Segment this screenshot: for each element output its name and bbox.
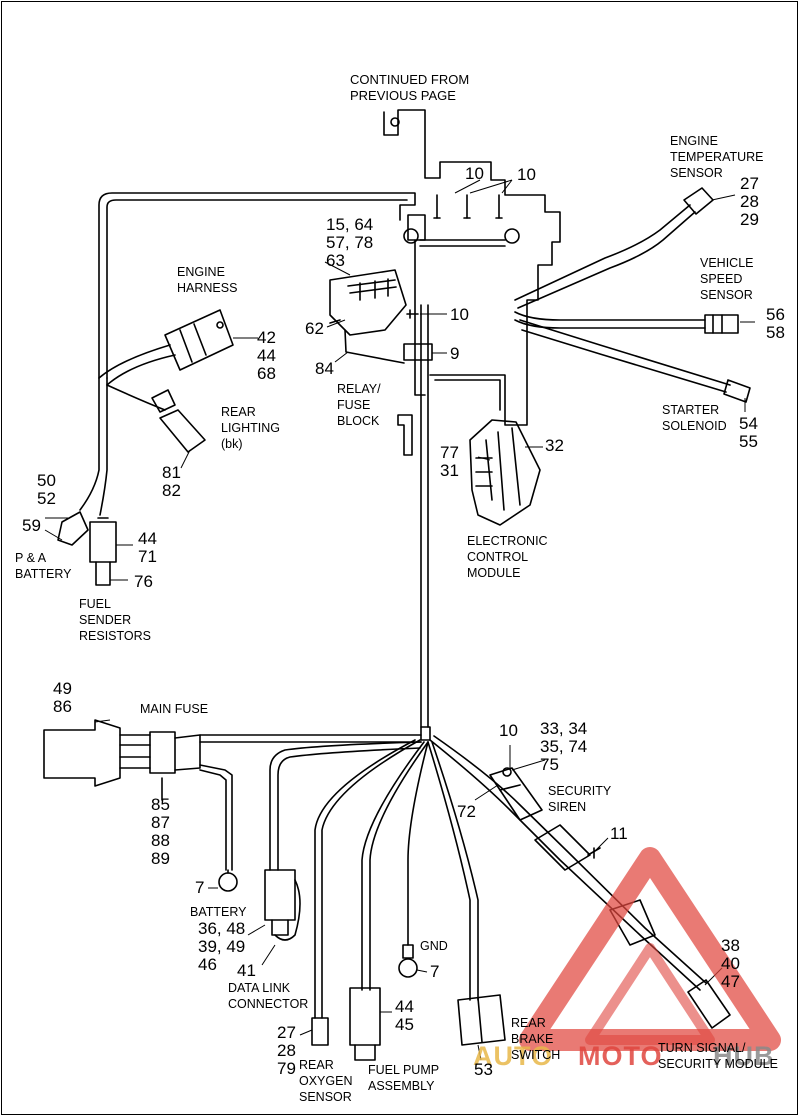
label-fuel-pump-assembly: FUEL PUMP ASSEMBLY <box>368 1063 440 1093</box>
label-rear-lighting: REAR LIGHTING (bk) <box>221 405 281 451</box>
callout-44-71: 44 71 <box>138 529 157 566</box>
callout-54-55: 54 55 <box>739 414 758 451</box>
label-engine-harness: ENGINE HARNESS <box>177 265 238 295</box>
callout-77-31: 77 31 <box>440 443 459 480</box>
wire-fuel-pump <box>361 741 429 991</box>
callout-36-48-39-49-46: 36, 48 39, 49 46 <box>198 919 246 974</box>
callout-62: 62 <box>305 319 324 338</box>
callout-32: 32 <box>545 436 564 455</box>
connector-9 <box>403 343 433 361</box>
callout-15-64-57-78-63: 15, 64 57, 78 63 <box>326 215 374 270</box>
callout-56-58: 56 58 <box>766 305 785 342</box>
callout-50-52: 50 52 <box>37 471 56 508</box>
callout-9: 9 <box>450 344 460 363</box>
wire-gnd <box>407 741 429 946</box>
label-relay-fuse-block: RELAY/ FUSE BLOCK <box>337 382 381 428</box>
label-turn-signal-security-module: TURN SIGNAL/ SECURITY MODULE <box>658 1041 778 1071</box>
watermark-hub: HUB <box>713 1041 775 1071</box>
fuel-sender-connector <box>89 521 117 563</box>
callout-84: 84 <box>315 359 334 378</box>
wire-oxygen <box>314 739 421 1019</box>
oxygen-connector <box>311 1017 329 1046</box>
label-engine-temperature-sensor: ENGINE TEMPERATURE SENSOR <box>670 134 764 180</box>
callout-10-a: 10 <box>465 164 484 183</box>
callout-76: 76 <box>134 572 153 591</box>
callout-10-d: 10 <box>499 721 518 740</box>
fuel-pump-connector <box>349 987 381 1046</box>
vehicle-speed-connector <box>704 314 739 334</box>
callout-81-82: 81 82 <box>162 463 181 500</box>
callout-33-34-35-74-75: 33, 34 35, 74 75 <box>540 719 588 774</box>
callout-53: 53 <box>474 1060 493 1079</box>
label-continued-from-previous-page: CONTINUED FROM PREVIOUS PAGE <box>350 72 470 103</box>
callout-85-87-88-89: 85 87 88 89 <box>151 795 170 868</box>
label-electronic-control-module: ELECTRONIC CONTROL MODULE <box>467 534 548 580</box>
callout-42-44-68: 42 44 68 <box>257 328 276 383</box>
rear-brake-connector <box>457 994 506 1046</box>
callout-38-40-47: 38 40 47 <box>721 936 740 991</box>
label-gnd: GND <box>420 939 448 953</box>
wire-vehicle-speed <box>514 311 706 321</box>
engine-harness-connector <box>164 309 234 371</box>
label-security-siren: SECURITY SIREN <box>548 784 612 814</box>
callout-10-c: 10 <box>450 305 469 324</box>
ecm-box <box>469 419 541 526</box>
pa-battery-connector <box>57 511 89 546</box>
callout-72: 72 <box>457 802 476 821</box>
starter-connector <box>723 379 751 403</box>
label-fuel-sender-resistors: FUEL SENDER RESISTORS <box>79 597 152 643</box>
label-rear-oxygen-sensor: REAR OXYGEN SENSOR <box>299 1058 353 1104</box>
main-fuse-block <box>43 719 121 787</box>
harness-upper-loop <box>98 192 416 379</box>
callout-11: 11 <box>610 824 628 843</box>
bracket-top <box>383 109 561 426</box>
label-data-link-connector: DATA LINK CONNECTOR <box>228 981 309 1011</box>
label-battery: BATTERY <box>190 905 247 919</box>
watermark-auto: AUTO <box>473 1041 554 1071</box>
wire-engine-temp <box>514 204 691 301</box>
callout-59: 59 <box>22 516 41 535</box>
rear-lighting-connector <box>159 409 206 453</box>
relay-fuse-block <box>329 269 407 336</box>
wire-rear-brake <box>427 741 479 1001</box>
label-main-fuse: MAIN FUSE <box>140 702 209 716</box>
callout-27-28-79: 27 28 79 <box>277 1023 296 1078</box>
callout-7-b: 7 <box>430 962 440 981</box>
wire-starter <box>519 319 731 386</box>
callout-7-a: 7 <box>195 878 205 897</box>
callout-44-45: 44 45 <box>395 997 414 1034</box>
callout-27-28-29: 27 28 29 <box>740 174 759 229</box>
data-link-connector <box>264 869 296 921</box>
callout-41: 41 <box>237 961 256 980</box>
label-vehicle-speed-sensor: VEHICLE SPEED SENSOR <box>700 256 754 302</box>
watermark-moto: MOTO <box>578 1041 663 1071</box>
security-siren-connector <box>489 767 543 821</box>
label-rear-brake-switch: REAR BRAKE SWITCH <box>511 1016 561 1062</box>
callout-10-b: 10 <box>517 165 536 184</box>
label-starter-solenoid: STARTER SOLENOID <box>662 403 727 433</box>
turn-signal-connector <box>687 979 731 1029</box>
callout-49-86: 49 86 <box>53 679 72 716</box>
label-pa-battery: P & A BATTERY <box>15 551 72 581</box>
